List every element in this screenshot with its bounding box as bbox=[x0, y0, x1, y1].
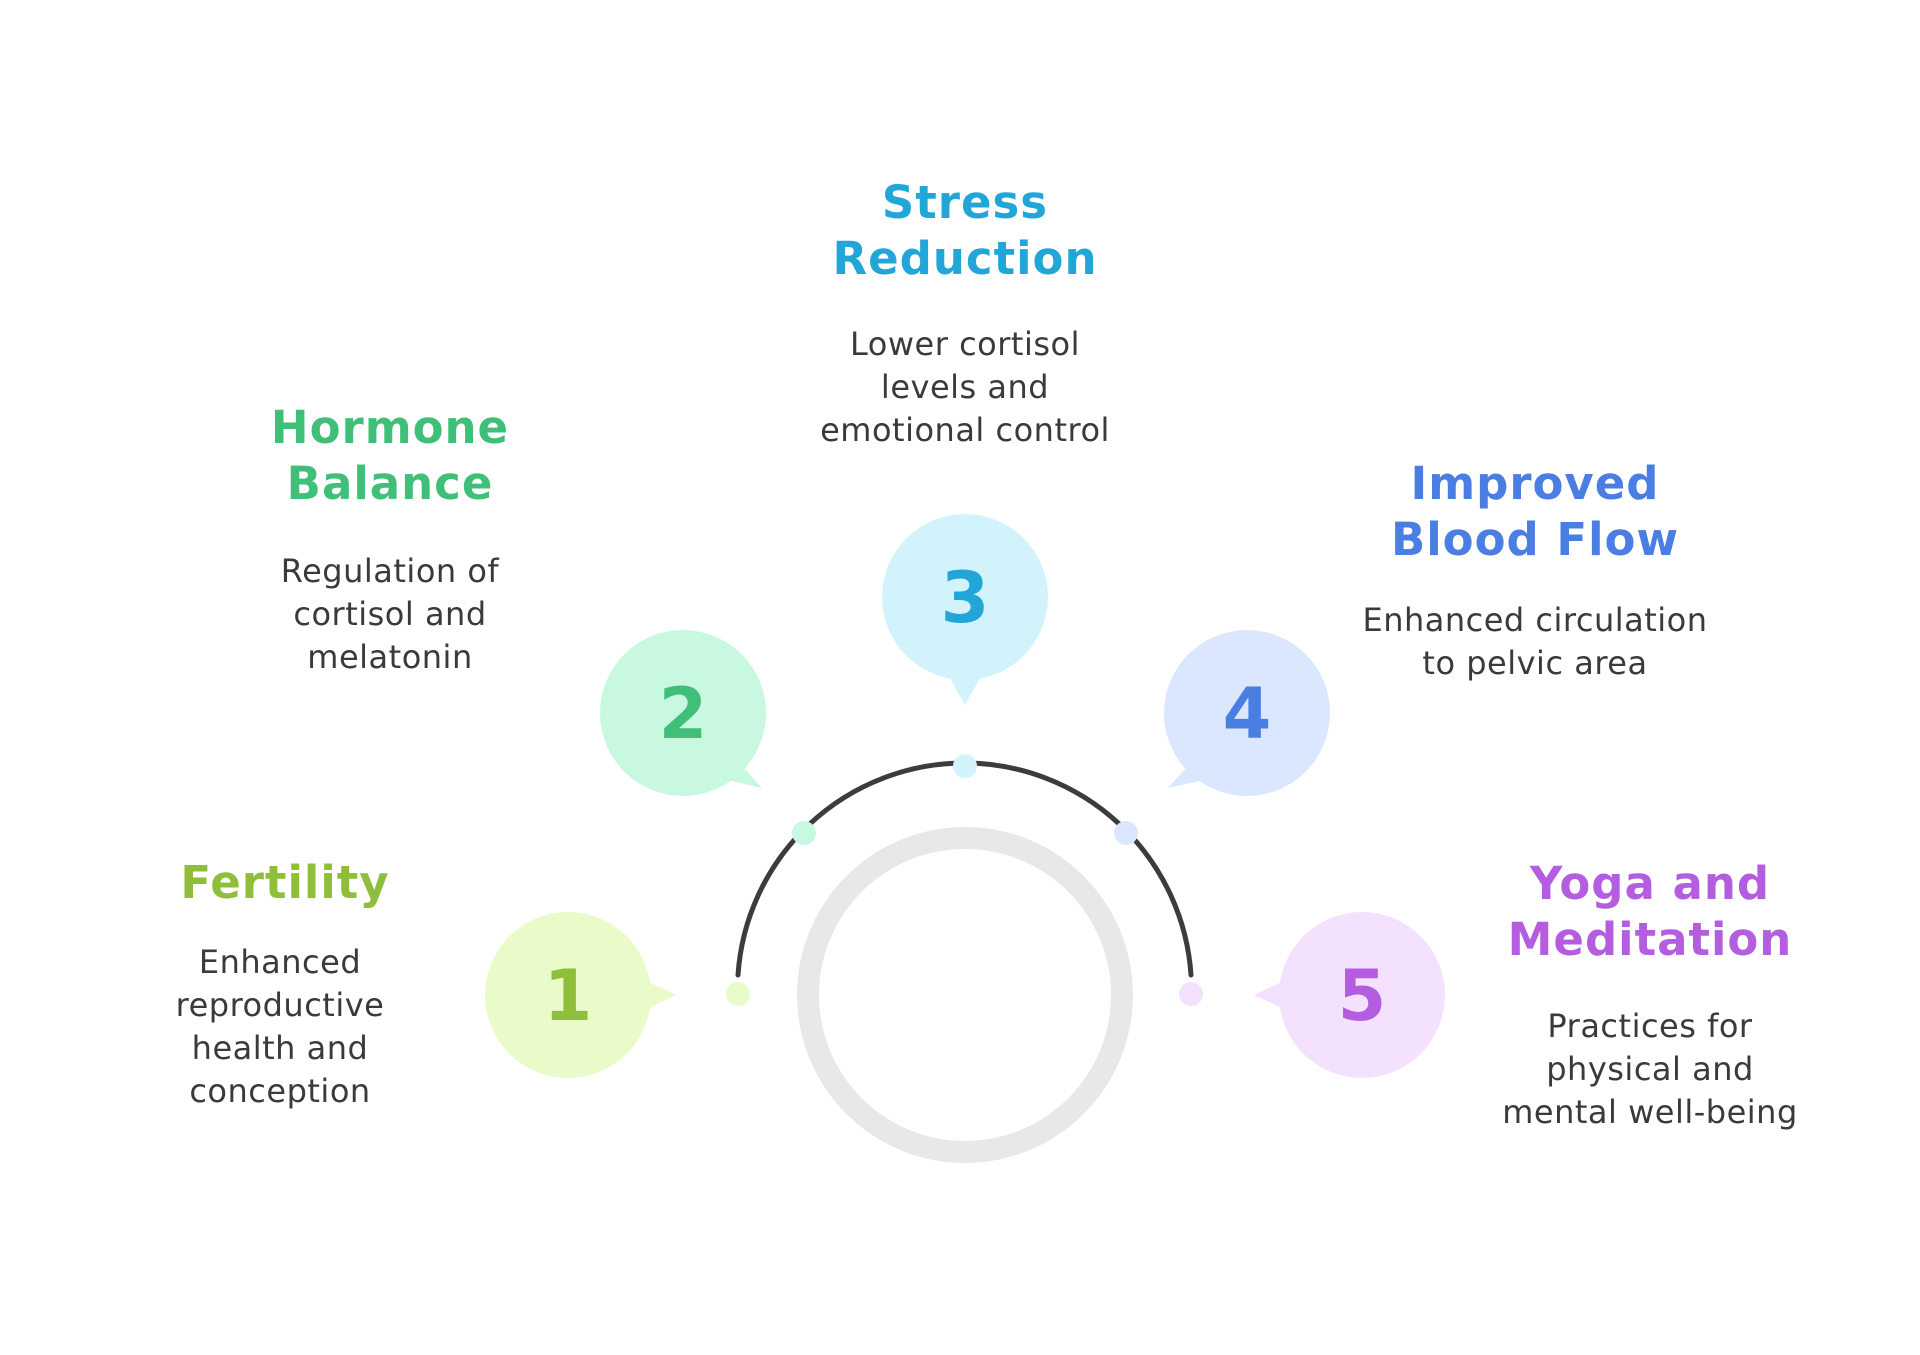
step-3-bubble: 3 bbox=[882, 514, 1048, 705]
step-5-bubble-circle bbox=[1279, 912, 1445, 1078]
step-3-title: Stress Reduction bbox=[832, 176, 1098, 285]
step-2-bubble-circle bbox=[600, 630, 766, 796]
step-1-description: Enhanced reproductive health and concept… bbox=[175, 943, 385, 1110]
step-2-description: Regulation of cortisol and melatonin bbox=[280, 552, 500, 676]
center-ring bbox=[797, 827, 1133, 1163]
step-4-title: Improved Blood Flow bbox=[1390, 457, 1680, 566]
step-5-bubble: 5 bbox=[1254, 912, 1445, 1078]
step-1-arc-dot bbox=[726, 982, 750, 1006]
step-2-number: 2 bbox=[659, 673, 708, 755]
step-3-number: 3 bbox=[941, 557, 990, 639]
step-4-description: Enhanced circulation to pelvic area bbox=[1362, 601, 1708, 682]
step-3-bubble-tail bbox=[948, 675, 982, 705]
step-markers: 1 2 3 4 5 bbox=[485, 514, 1445, 1078]
step-5-number: 5 bbox=[1338, 955, 1387, 1037]
step-3-arc-dot bbox=[953, 754, 977, 778]
step-4-number: 4 bbox=[1223, 673, 1272, 755]
step-5-description: Practices for physical and mental well-b… bbox=[1502, 1007, 1798, 1131]
step-4-bubble-circle bbox=[1164, 630, 1330, 796]
step-5-title: Yoga and Meditation bbox=[1507, 857, 1793, 966]
step-1-bubble: 1 bbox=[485, 912, 676, 1078]
step-2-bubble: 2 bbox=[600, 630, 766, 796]
step-3-bubble-circle bbox=[882, 514, 1048, 680]
step-3-description: Lower cortisol levels and emotional cont… bbox=[820, 325, 1110, 449]
step-1-bubble-circle bbox=[485, 912, 651, 1078]
step-1-title: Fertility bbox=[180, 856, 390, 909]
step-4-bubble: 4 bbox=[1164, 630, 1330, 796]
step-5-arc-dot bbox=[1179, 982, 1203, 1006]
step-2-arc-dot bbox=[792, 821, 816, 845]
step-1-number: 1 bbox=[544, 955, 593, 1037]
step-2-title: Hormone Balance bbox=[270, 401, 510, 510]
step-4-arc-dot bbox=[1114, 821, 1138, 845]
